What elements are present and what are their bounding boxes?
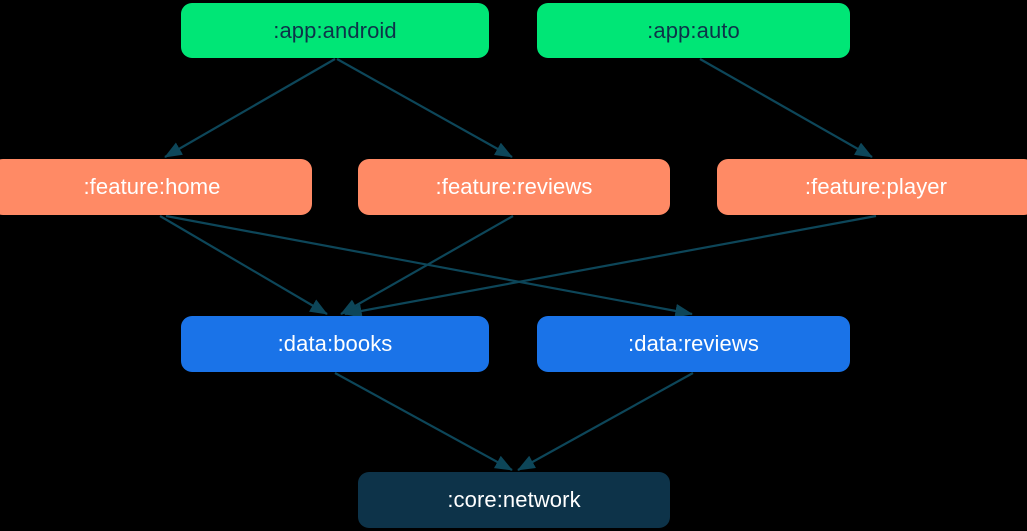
edge-feature-reviews-to-data-books <box>340 215 514 315</box>
edge-app-android-to-feature-home <box>164 58 336 158</box>
graph-node-label-data-books: :data:books <box>277 331 393 356</box>
graph-node-app-auto[interactable]: :app:auto <box>537 3 850 58</box>
edge-feature-home-to-data-reviews <box>165 214 693 318</box>
graph-node-label-feature-home: :feature:home <box>83 174 221 199</box>
graph-node-label-core-network: :core:network <box>447 487 581 512</box>
graph-node-feature-home[interactable]: :feature:home <box>0 159 312 215</box>
graph-node-label-data-reviews: :data:reviews <box>628 331 759 356</box>
edge-feature-player-to-data-books <box>344 214 877 318</box>
graph-node-data-reviews[interactable]: :data:reviews <box>537 316 850 372</box>
edge-feature-home-to-data-books <box>159 215 328 315</box>
graph-node-data-books[interactable]: :data:books <box>181 316 489 372</box>
edge-data-books-to-core-network <box>334 372 513 471</box>
graph-node-feature-player[interactable]: :feature:player <box>717 159 1027 215</box>
graph-node-label-feature-player: :feature:player <box>804 174 948 199</box>
graph-node-app-android[interactable]: :app:android <box>181 3 489 58</box>
edge-app-android-to-feature-reviews <box>336 58 513 158</box>
graph-node-core-network[interactable]: :core:network <box>358 472 670 528</box>
graph-node-label-app-auto: :app:auto <box>647 17 740 43</box>
graph-node-label-feature-reviews: :feature:reviews <box>435 174 593 199</box>
edge-app-auto-to-feature-player <box>699 58 873 158</box>
graph-node-feature-reviews[interactable]: :feature:reviews <box>358 159 670 215</box>
edge-data-reviews-to-core-network <box>517 372 694 471</box>
graph-node-label-app-android: :app:android <box>273 17 397 43</box>
